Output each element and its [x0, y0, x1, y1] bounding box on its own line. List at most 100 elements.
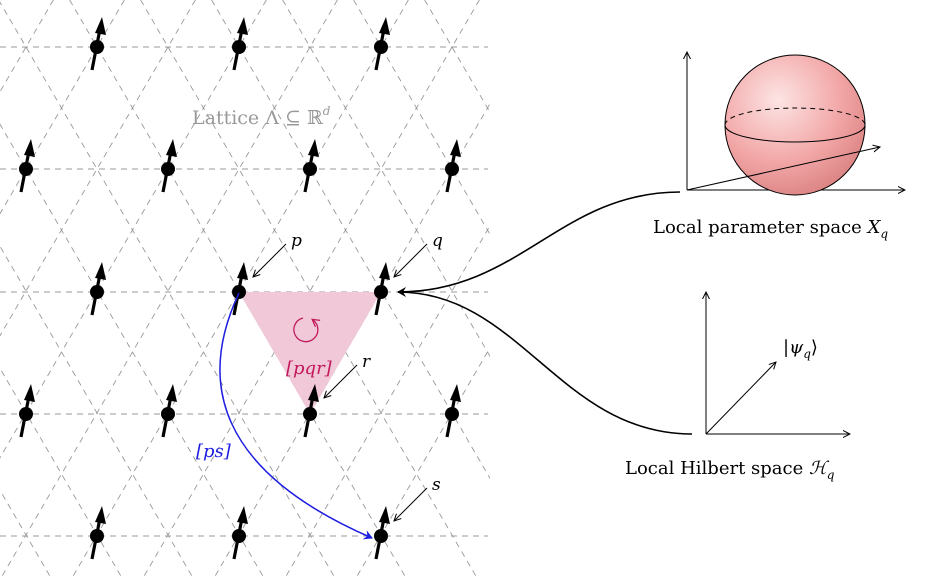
- spin-site-dot: [374, 40, 388, 54]
- spin-site-dot: [445, 407, 459, 421]
- spin-site-dot: [19, 407, 33, 421]
- lattice-title-math: Λ ⊆ ℝ: [264, 107, 323, 129]
- psi-sub: q: [803, 347, 811, 361]
- spin-site: [303, 139, 319, 193]
- spin-site-dot: [303, 162, 317, 176]
- psi-ket-left: |: [783, 337, 789, 358]
- spin-site: [161, 139, 177, 193]
- hilbert-space-plot: [706, 292, 850, 434]
- grid-line-diagonal: [0, 0, 267, 459]
- spin-site: [19, 139, 35, 193]
- spin-site: [232, 506, 248, 560]
- spin-site-dot: [161, 162, 175, 176]
- spin-arrow-head: [308, 139, 319, 157]
- pointer-r-arrow: [324, 364, 358, 398]
- spin-site: [232, 17, 248, 71]
- psi-vector-label: |ψq⟩: [783, 337, 818, 361]
- spin-site: [374, 262, 390, 316]
- spin-site: [445, 384, 461, 438]
- grid-line-diagonal: [0, 123, 264, 576]
- sphere-equator-front: [724, 124, 866, 143]
- sphere-equator-back: [724, 107, 866, 126]
- spin-arrow-head: [95, 262, 106, 280]
- edge-label: [ps]: [196, 441, 232, 462]
- site-label-s: s: [432, 475, 441, 495]
- spin-arrow-head: [450, 139, 461, 157]
- grid-line-diagonal: [1, 0, 338, 576]
- lattice-title: Lattice Λ ⊆ ℝd: [192, 104, 331, 129]
- edge-ps-arrow: [219, 292, 373, 540]
- spin-arrow-head: [237, 17, 248, 35]
- spin-site: [374, 506, 390, 560]
- site-label-p: p: [291, 231, 302, 251]
- parameter-space-label: Local parameter space Xq: [653, 217, 888, 241]
- spin-arrow-head: [379, 262, 390, 280]
- psi-vector-arrow: [705, 362, 776, 435]
- spin-site: [303, 384, 319, 438]
- spin-site-dot: [374, 285, 388, 299]
- grid-line-diagonal: [0, 245, 193, 576]
- spin-site-dot: [232, 285, 246, 299]
- spin-site-dot: [232, 529, 246, 543]
- spin-arrow-head: [166, 139, 177, 157]
- spin-site-dot: [232, 40, 246, 54]
- circulation-arrow-icon: [293, 317, 318, 343]
- spin-site: [90, 17, 106, 71]
- parameter-sphere: [724, 54, 866, 196]
- psi-var: ψ: [789, 337, 804, 358]
- grid-line-diagonal: [0, 1, 335, 576]
- site-label-r: r: [362, 352, 371, 372]
- param-label-var: X: [866, 217, 882, 238]
- spin-site-dot: [303, 407, 317, 421]
- spin-site: [232, 262, 248, 316]
- connector-to-hilbert-space: [397, 291, 693, 435]
- spin-arrow-head: [24, 384, 35, 402]
- spin-site: [161, 384, 177, 438]
- hilbert-space-label: Local Hilbert space ℋq: [625, 458, 835, 482]
- spin-site: [90, 506, 106, 560]
- grid-line-diagonal: [143, 0, 480, 576]
- spin-site: [90, 262, 106, 316]
- spin-arrow-head: [379, 17, 390, 35]
- spin-site-dot: [90, 285, 104, 299]
- spin-site-dot: [19, 162, 33, 176]
- spin-arrow-head: [308, 384, 319, 402]
- pointer-s-arrow: [394, 487, 428, 521]
- hilbert-label-var: ℋ: [809, 458, 830, 479]
- plaquette-pqr: [239, 292, 381, 414]
- pointer-q-arrow: [394, 243, 428, 277]
- connector-to-parameter-space: [397, 191, 681, 297]
- site-label-q: q: [432, 231, 443, 251]
- param-z-axis: [686, 147, 880, 191]
- param-label-sub: q: [880, 227, 888, 241]
- lattice-clip-mask: [490, 0, 937, 576]
- spin-site-dot: [90, 529, 104, 543]
- spin-arrow-head: [237, 506, 248, 524]
- grid-line-diagonal: [140, 0, 477, 576]
- spin-site: [374, 17, 390, 71]
- lattice-title-sup: d: [323, 104, 331, 118]
- hilbert-label-sub: q: [827, 468, 835, 482]
- spin-arrow-head: [237, 262, 248, 280]
- hilbert-label-prefix: Local Hilbert space: [625, 458, 809, 479]
- spin-arrow-head: [24, 139, 35, 157]
- spin-site-dot: [90, 40, 104, 54]
- parameter-space-plot: [686, 52, 905, 196]
- grid-line-diagonal: [0, 0, 54, 93]
- grid-line-diagonal: [0, 0, 125, 215]
- spin-site-dot: [161, 407, 175, 421]
- grid-line-diagonal: [0, 489, 51, 576]
- param-label-prefix: Local parameter space: [653, 217, 868, 238]
- spin-site-dot: [445, 162, 459, 176]
- spin-sites: [19, 17, 461, 560]
- spin-site: [19, 384, 35, 438]
- spin-arrow-head: [379, 506, 390, 524]
- spin-arrow-head: [450, 384, 461, 402]
- lattice-title-prefix: Lattice: [192, 107, 265, 129]
- psi-ket-right: ⟩: [811, 337, 818, 358]
- spin-arrow-head: [95, 17, 106, 35]
- spin-arrow-head: [166, 384, 177, 402]
- pointer-p-arrow: [253, 243, 287, 277]
